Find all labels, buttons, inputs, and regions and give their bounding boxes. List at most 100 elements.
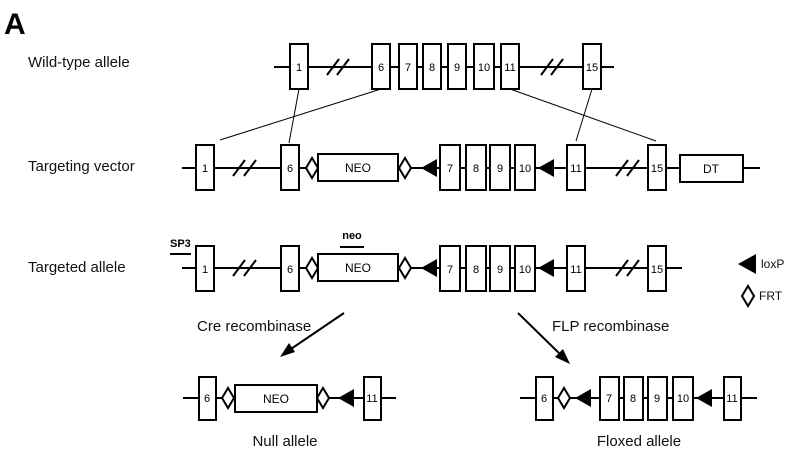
floxed-exon-11	[723, 376, 742, 421]
loxp-site	[338, 389, 354, 407]
wild-type-label: Wild-type allele	[28, 54, 130, 71]
vector-exon-7	[439, 144, 461, 191]
svg-text:7: 7	[405, 62, 411, 74]
flp-recombinase-label: FLP recombinase	[552, 318, 669, 335]
floxed-allele: 6 7 8 9 10 11 Floxed allele	[520, 376, 757, 450]
floxed-exon-10	[672, 376, 694, 421]
svg-text:8: 8	[429, 62, 435, 74]
frt-site	[304, 156, 320, 180]
svg-text:11: 11	[726, 393, 737, 405]
svg-text:15: 15	[651, 264, 663, 276]
neo-probe-label: neo	[342, 230, 362, 242]
vector-exon-10	[514, 144, 536, 191]
svg-text:6: 6	[287, 163, 293, 175]
exon-10	[473, 43, 495, 90]
floxed-exon-8	[623, 376, 644, 421]
svg-text:1: 1	[202, 163, 208, 175]
floxed-allele-label: Floxed allele	[597, 433, 681, 450]
svg-text:NEO: NEO	[345, 261, 371, 275]
frt-site	[220, 386, 236, 410]
loxp-site	[421, 159, 437, 177]
svg-text:9: 9	[454, 62, 460, 74]
loxp-site	[538, 159, 554, 177]
neo-cassette	[317, 253, 399, 282]
frt-site	[556, 386, 572, 410]
null-allele: 6 NEO 11 Null allele	[183, 376, 396, 450]
svg-text:6: 6	[204, 393, 210, 405]
svg-text:7: 7	[447, 264, 453, 276]
flp-arrow: FLP recombinase	[517, 312, 669, 364]
frt-legend-label: FRT	[759, 289, 783, 303]
svg-text:6: 6	[287, 264, 293, 276]
exon-9	[447, 43, 467, 90]
svg-text:15: 15	[586, 62, 598, 74]
svg-text:8: 8	[473, 163, 479, 175]
cre-arrow: Cre recombinase	[197, 312, 345, 357]
targeted-exon-9	[489, 245, 511, 292]
cre-recombinase-label: Cre recombinase	[197, 318, 311, 335]
loxp-site	[696, 389, 712, 407]
floxed-exon-6	[535, 376, 554, 421]
null-allele-label: Null allele	[252, 433, 317, 450]
null-exon-6	[198, 376, 217, 421]
svg-text:7: 7	[447, 163, 453, 175]
exon-7	[398, 43, 418, 90]
sp3-probe-label: SP3	[170, 238, 191, 250]
loxp-legend-icon	[738, 254, 756, 274]
targeted-exon-8	[465, 245, 487, 292]
svg-text:10: 10	[677, 393, 689, 405]
svg-text:9: 9	[497, 163, 503, 175]
loxp-site	[538, 259, 554, 277]
svg-text:11: 11	[570, 264, 581, 276]
targeted-exon-10	[514, 245, 536, 292]
svg-text:9: 9	[497, 264, 503, 276]
targeted-allele: Targeted allele SP3 neo 1 6 NEO 7 8 9 10…	[28, 230, 682, 292]
targeted-exon-1	[195, 245, 215, 292]
frt-site	[304, 256, 320, 280]
targeting-vector-label: Targeting vector	[28, 158, 135, 175]
dt-cassette	[679, 154, 744, 183]
svg-text:11: 11	[504, 62, 515, 74]
svg-text:11: 11	[570, 163, 581, 175]
exon-8	[422, 43, 442, 90]
floxed-exon-7	[599, 376, 620, 421]
svg-text:7: 7	[606, 393, 612, 405]
svg-text:9: 9	[654, 393, 660, 405]
targeted-exon-15	[647, 245, 667, 292]
svg-text:10: 10	[519, 163, 531, 175]
loxp-legend-label: loxP	[761, 257, 784, 271]
floxed-exon-9	[647, 376, 668, 421]
svg-text:NEO: NEO	[345, 161, 371, 175]
vector-exon-1	[195, 144, 215, 191]
frt-legend-icon	[740, 284, 756, 308]
panel-label: A	[4, 8, 26, 41]
svg-text:NEO: NEO	[263, 392, 289, 406]
homology-lines	[219, 88, 657, 144]
svg-text:10: 10	[478, 62, 490, 74]
svg-text:11: 11	[366, 393, 377, 405]
neo-cassette	[234, 384, 318, 413]
loxp-site	[575, 389, 591, 407]
svg-text:DT: DT	[703, 162, 720, 176]
targeted-exon-11	[566, 245, 586, 292]
neo-cassette	[317, 153, 399, 182]
vector-exon-15	[647, 144, 667, 191]
svg-text:1: 1	[296, 62, 302, 74]
vector-exon-9	[489, 144, 511, 191]
legend: loxP FRT	[738, 254, 784, 308]
frt-site	[397, 156, 413, 180]
vector-exon-8	[465, 144, 487, 191]
targeted-exon-7	[439, 245, 461, 292]
svg-text:1: 1	[202, 264, 208, 276]
targeted-exon-6	[280, 245, 300, 292]
svg-text:8: 8	[630, 393, 636, 405]
svg-text:10: 10	[519, 264, 531, 276]
vector-exon-6	[280, 144, 300, 191]
targeted-allele-label: Targeted allele	[28, 259, 126, 276]
frt-site	[397, 256, 413, 280]
null-exon-11	[363, 376, 382, 421]
svg-text:15: 15	[651, 163, 663, 175]
targeting-vector: Targeting vector 1 6 NEO 7 8 9 10 11 15 …	[28, 144, 760, 191]
loxp-site	[421, 259, 437, 277]
